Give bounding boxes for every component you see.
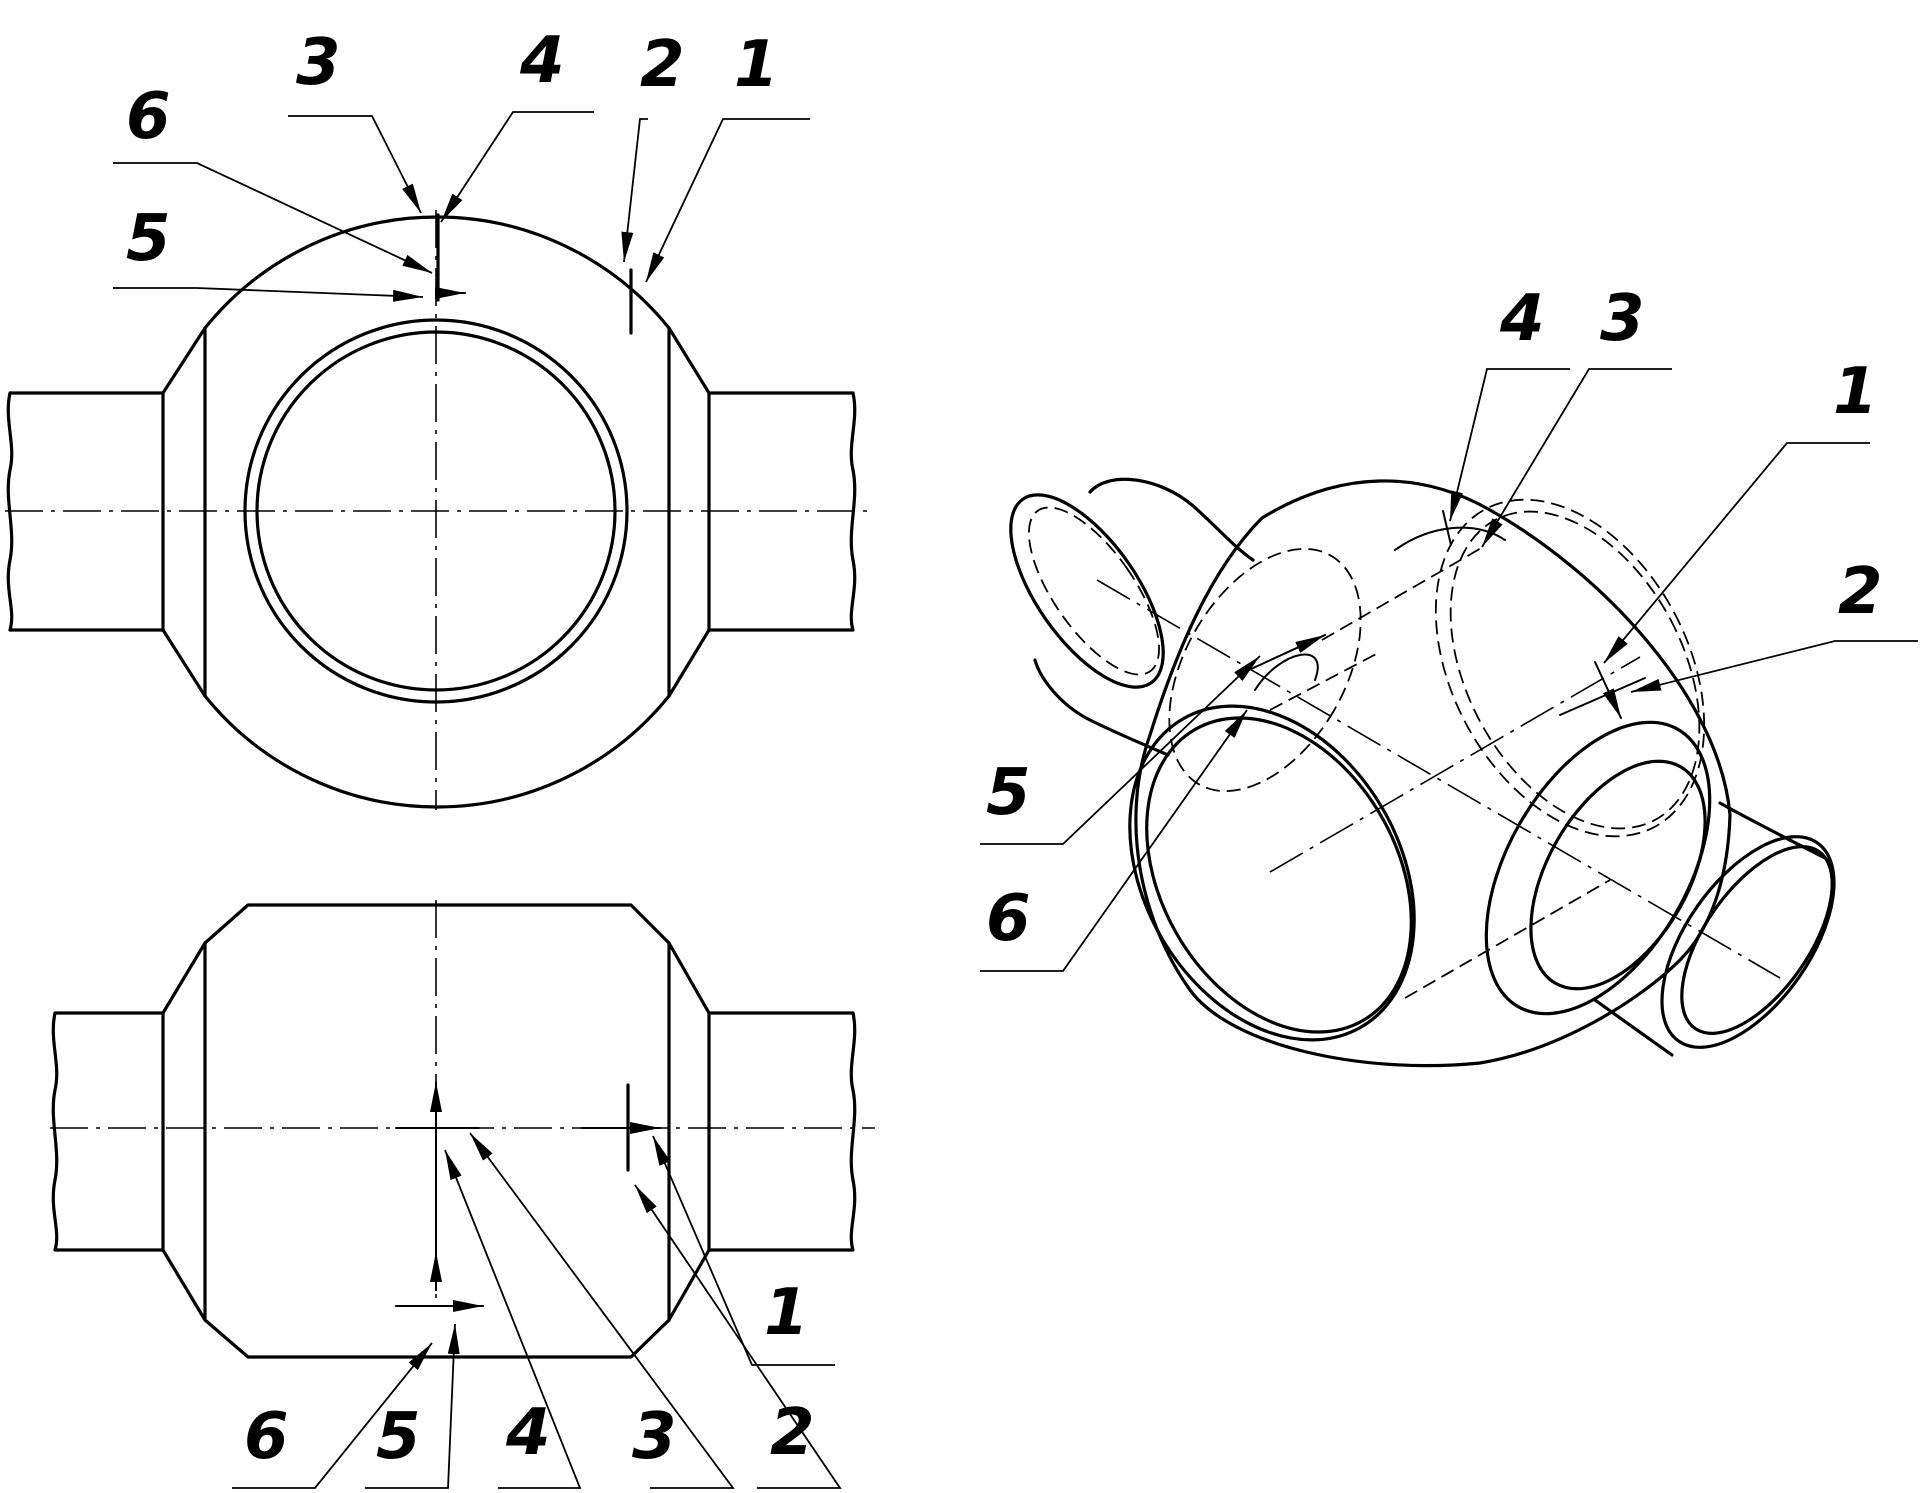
- iso-leader-5: [980, 655, 1261, 845]
- front-leader-5: [113, 287, 424, 302]
- iso-right-pipe-inner: [1680, 845, 1834, 1035]
- iso-leader-3: [1481, 368, 1672, 548]
- front-right-flank: [667, 326, 711, 698]
- front-sphere-outline: [203, 215, 671, 809]
- front-callout-2: 2: [640, 28, 685, 102]
- top-callout-3: 3: [632, 1400, 677, 1474]
- front-callout-3: 3: [296, 26, 341, 100]
- top-callout-6: 6: [244, 1400, 289, 1474]
- front-leader-1: [645, 118, 810, 283]
- front-leader-3: [288, 115, 422, 214]
- iso-leader-6: [980, 709, 1248, 972]
- iso-right-pipe: [1593, 801, 1827, 1057]
- iso-callout-4: 4: [1499, 282, 1545, 356]
- iso-hidden-lines: [1269, 546, 1611, 999]
- iso-leader-1: [1603, 442, 1870, 664]
- iso-left-pipe: [1033, 477, 1255, 757]
- iso-mark-left: [1254, 653, 1319, 691]
- iso-left-pipe-end: [1009, 493, 1165, 689]
- iso-back-bore: [1434, 498, 1706, 838]
- top-leader-2: [634, 1184, 842, 1489]
- iso-callout-6: 6: [986, 882, 1031, 956]
- iso-callout-2: 2: [1838, 555, 1883, 629]
- iso-mark-right-tick: [1594, 661, 1622, 719]
- iso-axis-1: [1096, 579, 1781, 979]
- iso-right-boss-inner: [1529, 759, 1707, 991]
- iso-front-bore: [1128, 704, 1416, 1042]
- top-view: 1 6 5 4 3 2: [50, 900, 875, 1489]
- iso-back-bore-inner: [1449, 510, 1701, 830]
- front-leader-6: [113, 162, 433, 274]
- iso-front-bore-inner: [1145, 716, 1413, 1034]
- iso-leader-4: [1449, 368, 1570, 522]
- iso-left-pipe-inner: [1028, 506, 1160, 676]
- front-callout-6: 6: [126, 80, 171, 154]
- top-callout-5: 5: [376, 1400, 421, 1474]
- top-leader-1: [652, 1135, 835, 1366]
- iso-right-pipe-end: [1660, 835, 1836, 1049]
- front-leader-4: [440, 111, 594, 223]
- top-leader-4: [444, 1149, 582, 1489]
- front-left-flank: [161, 326, 207, 698]
- top-callout-1: 1: [764, 1276, 809, 1350]
- iso-mark-top-tick: [1442, 510, 1452, 546]
- iso-callout-3: 3: [1600, 282, 1645, 356]
- top-right-pipe: [707, 1011, 857, 1252]
- front-callout-5: 5: [126, 202, 171, 276]
- top-left-pipe: [51, 1011, 165, 1252]
- front-view: 3 4 2 1 6 5: [5, 24, 875, 810]
- iso-mark-right: [1559, 677, 1646, 716]
- iso-leader-2: [1630, 640, 1918, 693]
- iso-sphere-outline: [1134, 479, 1732, 1068]
- iso-left-boss-hidden: [1168, 547, 1362, 793]
- iso-axis-2: [1269, 656, 1641, 873]
- iso-view: 4 3 1 2 5 6: [980, 282, 1918, 1068]
- top-callout-4: 4: [505, 1396, 551, 1470]
- iso-callout-1: 1: [1833, 355, 1878, 429]
- top-leader-3: [469, 1132, 735, 1489]
- iso-callout-5: 5: [986, 756, 1031, 830]
- top-leader-6: [232, 1342, 433, 1489]
- front-leader-2: [621, 118, 648, 263]
- front-callout-4: 4: [519, 24, 565, 98]
- top-callout-2: 2: [770, 1396, 815, 1470]
- top-leader-5: [365, 1323, 460, 1489]
- front-callout-1: 1: [734, 28, 779, 102]
